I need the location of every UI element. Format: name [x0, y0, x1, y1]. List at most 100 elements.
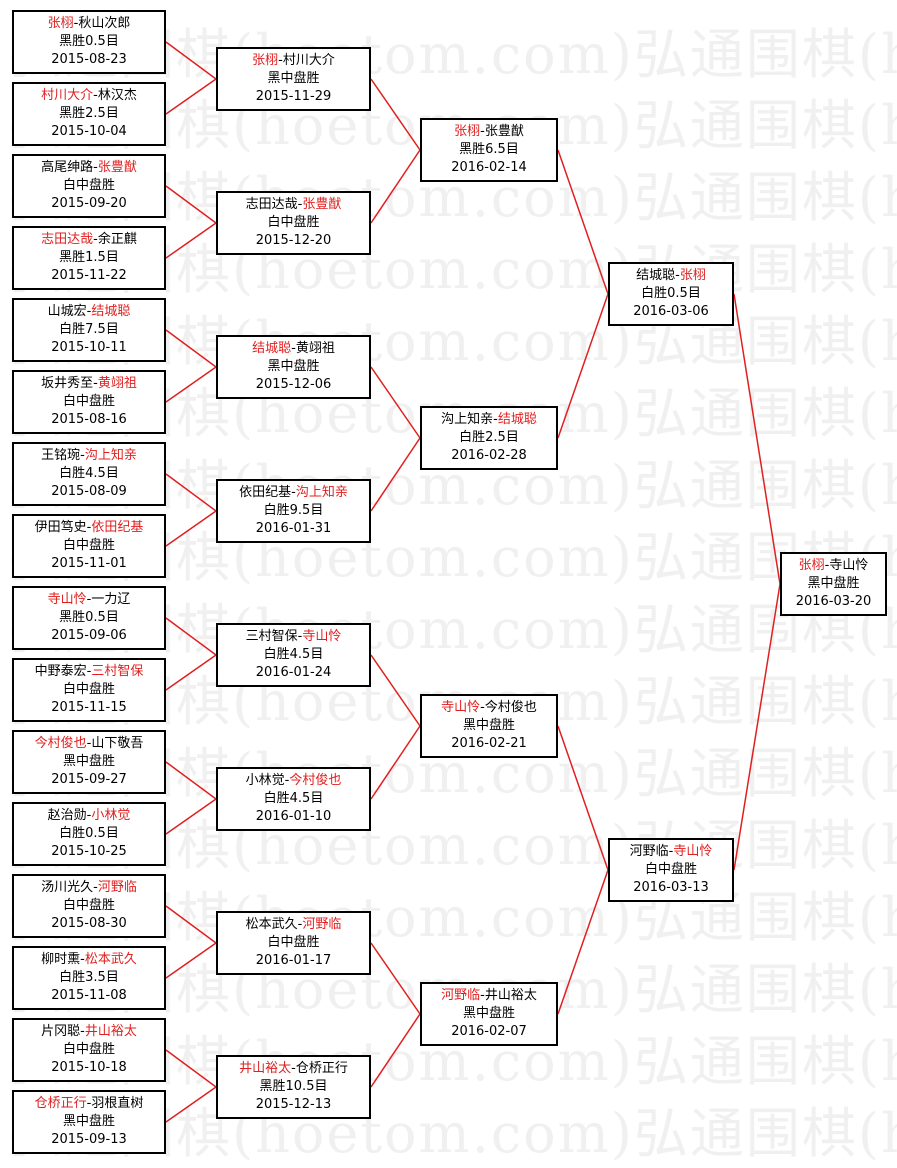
match-players: 松本武久-河野临: [218, 916, 369, 934]
player-two: 寺山怜: [302, 629, 342, 644]
match-players: 村川大介-林汉杰: [14, 87, 164, 105]
player-two: 今村俊也: [289, 773, 342, 788]
connector-line: [370, 1013, 421, 1088]
player-two: 井山裕太: [84, 1024, 137, 1039]
player-one: 高尾绅路: [41, 160, 94, 175]
player-one: 今村俊也: [34, 736, 87, 751]
player-separator: -: [93, 160, 98, 175]
match-result: 黑胜6.5目: [459, 142, 519, 157]
player-one: 沟上知亲: [441, 412, 494, 427]
connector-line: [557, 149, 609, 295]
match-players: 张栩-寺山怜: [782, 557, 885, 575]
player-separator: -: [86, 1096, 92, 1111]
match-date: 2016-02-07: [451, 1024, 527, 1039]
match-result: 黑中盘胜: [267, 71, 320, 86]
player-two: 沟上知亲: [295, 485, 348, 500]
match-result: 白胜4.5目: [263, 647, 324, 662]
connector-line: [370, 725, 421, 800]
player-two: 黄翊祖: [97, 376, 137, 391]
match-result: 白中盘胜: [644, 862, 697, 877]
player-two: 仓桥正行: [295, 1061, 348, 1076]
match-date: 2016-03-20: [795, 594, 872, 609]
player-separator: -: [297, 197, 303, 212]
player-separator: -: [93, 232, 98, 247]
match-date: 2016-02-21: [451, 736, 527, 751]
connector-line: [557, 869, 609, 1015]
match-date: 2016-03-06: [633, 304, 709, 319]
match-players: 赵治勋-小林觉: [14, 807, 164, 825]
match-result: 黑胜2.5目: [59, 106, 119, 121]
player-one: 中野泰宏: [34, 664, 87, 679]
connector-line: [370, 654, 421, 727]
player-one: 松本武久: [245, 917, 298, 932]
match-date: 2016-01-31: [255, 521, 332, 536]
player-two: 张栩: [679, 268, 706, 283]
match-date: 2016-03-13: [633, 880, 709, 895]
player-two: 山下敬吾: [91, 736, 144, 751]
connector-line: [165, 942, 217, 979]
player-two: 三村智保: [91, 664, 144, 679]
match-date: 2015-11-01: [51, 556, 127, 571]
match-players: 河野临-寺山怜: [610, 843, 732, 861]
player-one: 张栩: [454, 124, 481, 139]
player-two: 沟上知亲: [84, 448, 137, 463]
match-box: 河野临-寺山怜白中盘胜 2016-03-13: [608, 838, 734, 902]
player-separator: -: [480, 124, 485, 139]
player-one: 河野临: [441, 988, 481, 1003]
match-result: 黑胜10.5目: [259, 1079, 328, 1094]
connector-line: [165, 366, 217, 403]
player-one: 村川大介: [41, 88, 94, 103]
connector-line: [165, 185, 217, 224]
match-result: 黑中盘胜: [62, 1114, 115, 1129]
match-players: 结城聪-黄翊祖: [218, 340, 369, 358]
player-two: 结城聪: [91, 304, 131, 319]
match-players: 寺山怜-一力辽: [14, 591, 164, 609]
connector-line: [165, 41, 217, 80]
match-players: 志田达哉-余正麒: [14, 231, 164, 249]
player-one: 结城聪: [252, 341, 292, 356]
match-date: 2015-08-09: [51, 484, 127, 499]
player-one: 井山裕太: [239, 1061, 292, 1076]
match-players: 小林觉-今村俊也: [218, 772, 369, 790]
player-separator: -: [278, 53, 283, 68]
connector-line: [165, 473, 217, 512]
player-one: 志田达哉: [245, 197, 298, 212]
player-separator: -: [80, 448, 85, 463]
player-one: 三村智保: [245, 629, 298, 644]
match-players: 志田达哉-张豊猷: [218, 196, 369, 214]
player-two: 结城聪: [497, 412, 537, 427]
connector-line: [165, 329, 217, 368]
player-separator: -: [86, 808, 92, 823]
player-separator: -: [93, 880, 98, 895]
match-date: 2015-10-11: [51, 340, 127, 355]
player-one: 小林觉: [245, 773, 285, 788]
connector-line: [165, 222, 217, 259]
match-players: 结城聪-张栩: [610, 267, 732, 285]
player-separator: -: [668, 844, 674, 859]
player-two: 小林觉: [91, 808, 131, 823]
match-date: 2015-11-15: [51, 700, 127, 715]
match-result: 白胜4.5目: [59, 466, 119, 481]
player-two: 张豊猷: [302, 197, 342, 212]
connector-line: [370, 149, 421, 224]
connector-line: [165, 654, 217, 691]
player-one: 张栩: [47, 16, 74, 31]
match-result: 白中盘胜: [62, 898, 115, 913]
match-players: 依田纪基-沟上知亲: [218, 484, 369, 502]
match-players: 柳时熏-松本武久: [14, 951, 164, 969]
player-separator: -: [86, 304, 92, 319]
match-date: 2015-08-30: [51, 916, 127, 931]
match-players: 三村智保-寺山怜: [218, 628, 369, 646]
player-two: 张豊猷: [97, 160, 137, 175]
